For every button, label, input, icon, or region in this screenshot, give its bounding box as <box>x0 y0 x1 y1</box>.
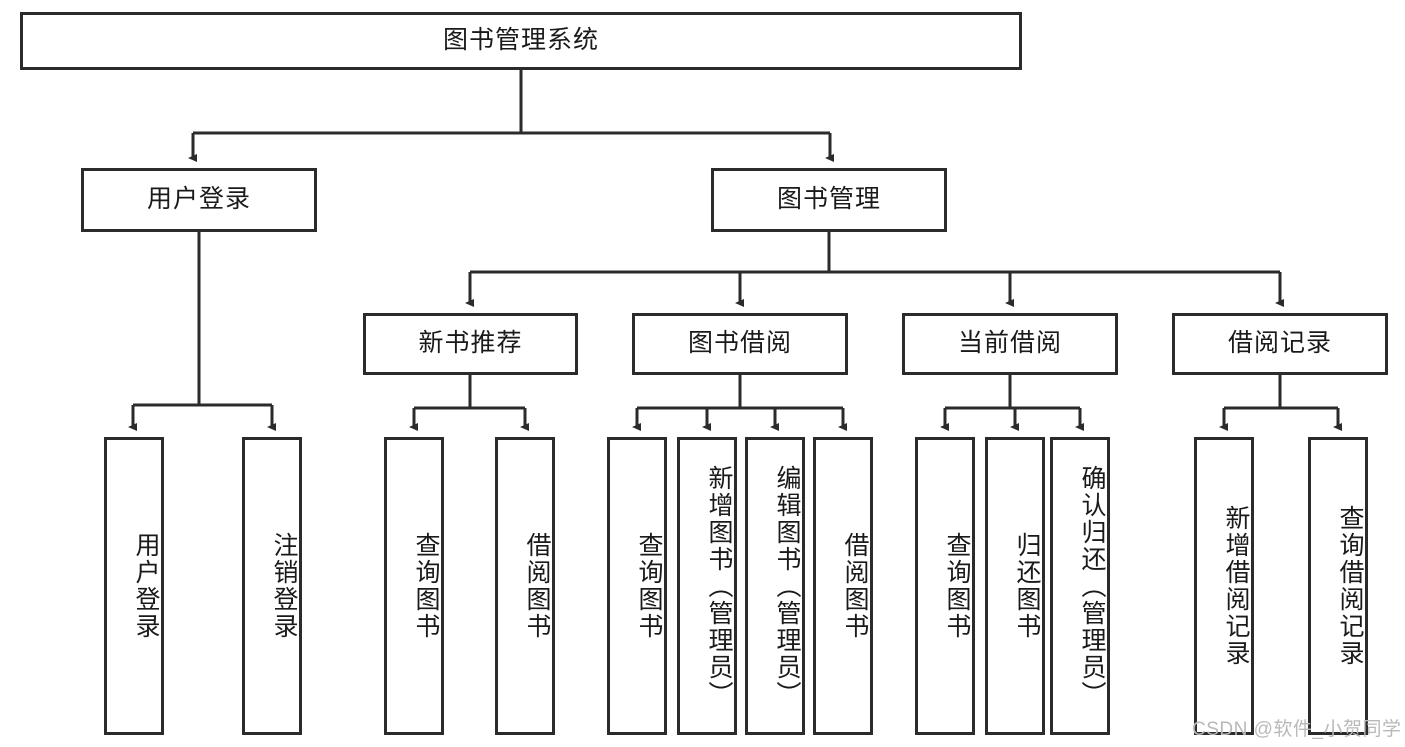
node-label: 用户登录 <box>132 532 160 640</box>
node-label: 当前借阅 <box>957 329 1062 358</box>
node-label: 查询图书 <box>943 532 971 640</box>
watermark-text: CSDN @软件_小贺同学 <box>1192 719 1402 740</box>
leaf-recommend-query-book[interactable]: 查询图书 <box>384 437 444 735</box>
leaf-recommend-borrow-book[interactable]: 借阅图书 <box>495 437 555 735</box>
node-root-book-management-system[interactable]: 图书管理系统 <box>20 12 1022 70</box>
node-label: 归还图书 <box>1013 532 1041 640</box>
node-label: 图书借阅 <box>687 329 792 358</box>
node-user-login[interactable]: 用户登录 <box>81 168 317 232</box>
node-label: 查询图书 <box>412 532 440 640</box>
leaf-borrow-add-book-admin[interactable]: 新增图书（管理员） <box>677 437 737 735</box>
node-label: 图书管理 <box>776 185 881 214</box>
node-label: 借阅图书 <box>523 532 551 640</box>
leaf-user-login-signin[interactable]: 用户登录 <box>104 437 164 735</box>
node-book-borrow[interactable]: 图书借阅 <box>632 313 848 375</box>
node-label: 借阅图书 <box>841 532 869 640</box>
leaf-record-add-record[interactable]: 新增借阅记录 <box>1194 437 1254 735</box>
node-label: 新书推荐 <box>418 329 523 358</box>
node-label: 借阅记录 <box>1227 329 1332 358</box>
leaf-current-query-book[interactable]: 查询图书 <box>915 437 975 735</box>
node-label: 新增图书（管理员） <box>705 464 733 708</box>
leaf-current-return-book[interactable]: 归还图书 <box>985 437 1045 735</box>
node-book-management[interactable]: 图书管理 <box>711 168 947 232</box>
node-label: 注销登录 <box>270 532 298 640</box>
node-label: 新增借阅记录 <box>1222 505 1250 667</box>
leaf-record-query-record[interactable]: 查询借阅记录 <box>1308 437 1368 735</box>
node-label: 查询借阅记录 <box>1336 505 1364 667</box>
node-label: 编辑图书（管理员） <box>773 464 801 708</box>
leaf-current-confirm-return-admin[interactable]: 确认归还（管理员） <box>1050 437 1110 735</box>
node-label: 图书管理系统 <box>442 26 599 55</box>
leaf-user-login-signout[interactable]: 注销登录 <box>242 437 302 735</box>
leaf-borrow-edit-book-admin[interactable]: 编辑图书（管理员） <box>745 437 805 735</box>
node-borrow-record[interactable]: 借阅记录 <box>1172 313 1388 375</box>
node-current-borrow[interactable]: 当前借阅 <box>902 313 1118 375</box>
leaf-borrow-query-book[interactable]: 查询图书 <box>607 437 667 735</box>
node-label: 确认归还（管理员） <box>1078 464 1106 708</box>
leaf-borrow-borrow-book[interactable]: 借阅图书 <box>813 437 873 735</box>
node-label: 用户登录 <box>146 185 251 214</box>
node-new-book-recommend[interactable]: 新书推荐 <box>363 313 578 375</box>
node-label: 查询图书 <box>635 532 663 640</box>
